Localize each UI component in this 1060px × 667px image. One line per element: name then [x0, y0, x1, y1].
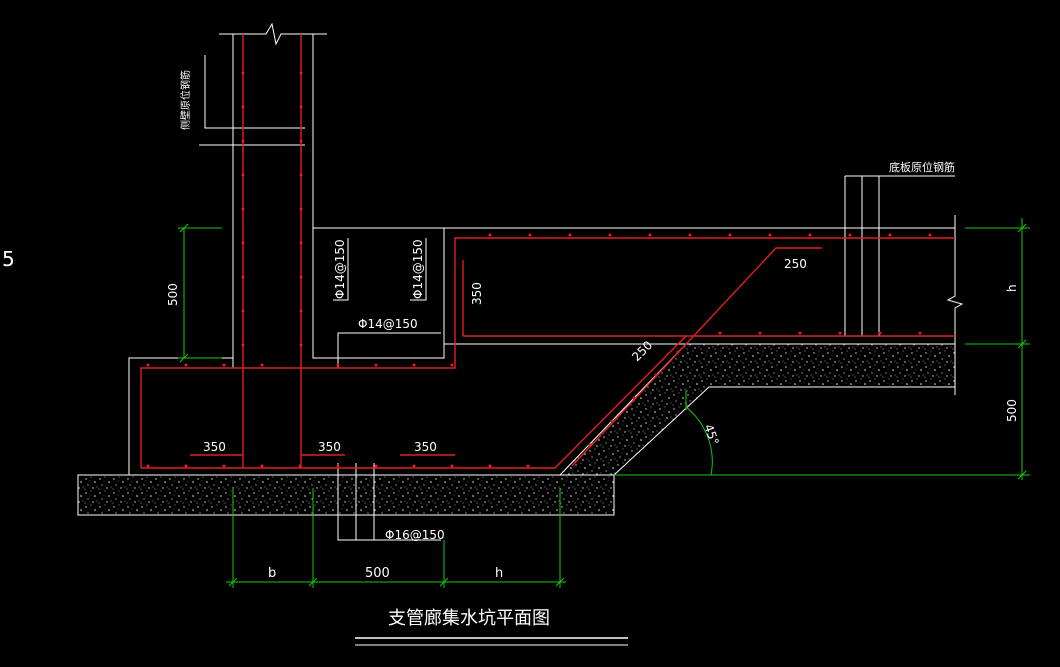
dimension-lines: [178, 218, 1030, 588]
dim-bottom-h: h: [495, 566, 503, 581]
wall-rebar-note: 侧壁原位钢筋: [179, 70, 192, 130]
dim-right-bottom: 500: [1005, 399, 1019, 422]
anchor-length-2: 350: [318, 440, 341, 454]
rebar-dots: [146, 71, 932, 468]
anchor-length-vertical: 350: [470, 282, 484, 305]
anchor-length-3: 350: [414, 440, 437, 454]
margin-glyph: 5: [2, 247, 15, 271]
rebar-label-wall-inner: Φ14@150: [333, 239, 347, 299]
dim-angle: 45°: [701, 422, 721, 447]
structure-outline: [128, 22, 964, 541]
rebar-label-wall-outer: Φ14@150: [411, 239, 425, 299]
drawing-title: 支管廊集水坑平面图: [388, 608, 550, 629]
slab-rebar-note: 底板原位钢筋: [889, 160, 955, 174]
blinding-layer-slope: [558, 343, 956, 476]
reinforcement: [140, 34, 955, 469]
dim-bottom-b: b: [268, 566, 276, 581]
blinding-layer-bottom: [77, 474, 615, 516]
dim-bottom-mid: 500: [365, 566, 390, 581]
rebar-label-bottom: Φ16@150: [385, 528, 445, 542]
anchor-length-1: 350: [203, 440, 226, 454]
dim-right-top: h: [1005, 284, 1019, 292]
anchor-length-slope-side: 250: [629, 338, 655, 364]
anchor-length-slope-top: 250: [784, 257, 807, 271]
dim-left-height: 500: [166, 283, 180, 306]
rebar-label-horizontal: Φ14@150: [358, 317, 418, 331]
